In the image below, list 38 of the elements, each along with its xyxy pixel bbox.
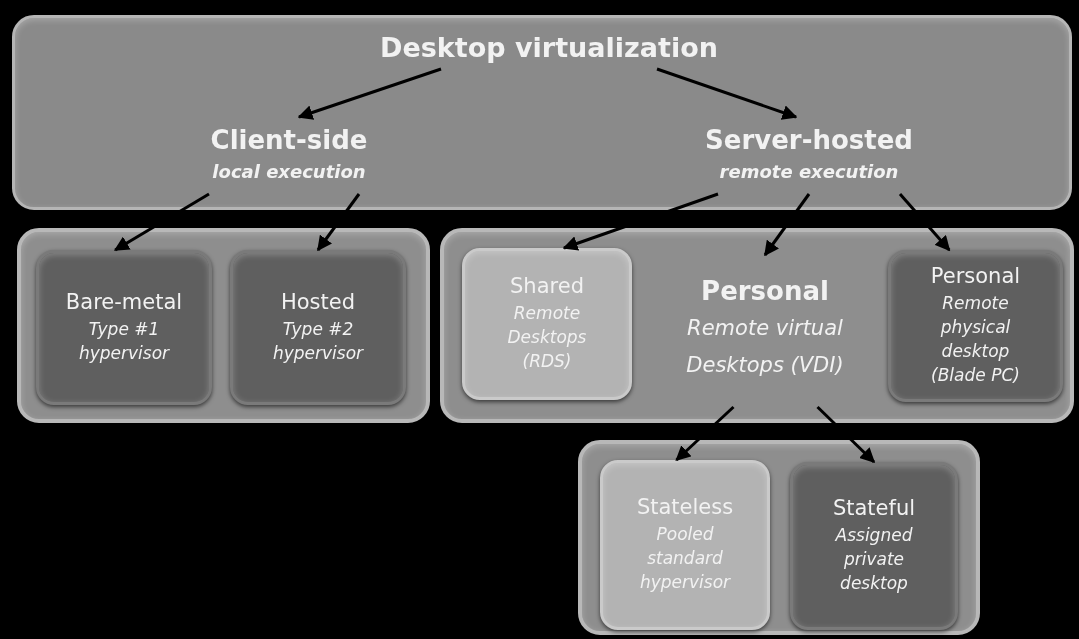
node-description: Type #2 hypervisor — [271, 317, 365, 365]
arrow — [675, 405, 735, 462]
node-description: Remote virtual Desktops (VDI) — [685, 315, 845, 379]
node-description: remote execution — [719, 159, 899, 184]
node-heading: Shared — [510, 274, 584, 299]
category-box — [462, 248, 632, 400]
arrow — [562, 192, 719, 251]
category-box — [790, 462, 958, 630]
node-description: Remote Desktops (RDS) — [506, 302, 588, 373]
group-panel — [17, 228, 430, 423]
node-description: Assigned private desktop — [834, 524, 914, 595]
arrow — [763, 193, 811, 257]
node-heading: Client-side — [210, 124, 368, 155]
node-heading: Hosted — [280, 289, 356, 314]
node-description: local execution — [212, 159, 366, 184]
node-description: Type #1 hypervisor — [77, 317, 171, 365]
node-heading: Desktop virtualization — [380, 31, 718, 63]
node-heading: Stateful — [832, 496, 916, 521]
category-box — [600, 460, 770, 630]
category-box — [888, 250, 1063, 402]
arrow — [816, 405, 876, 464]
node-heading: Bare-metal — [65, 289, 183, 314]
node-heading: Personal — [930, 264, 1021, 289]
node-heading: Stateless — [636, 495, 734, 520]
arrow — [656, 67, 798, 120]
group-panel — [12, 15, 1072, 210]
node-heading: Personal — [701, 276, 829, 307]
arrow — [898, 193, 951, 252]
arrow — [316, 193, 361, 252]
arrow — [113, 192, 210, 252]
category-box — [36, 250, 212, 405]
node-description: Remote physical desktop (Blade PC) — [930, 292, 1021, 387]
node-description: Pooled standard hypervisor — [638, 523, 732, 594]
group-panel — [578, 440, 980, 635]
group-panel — [440, 228, 1074, 423]
category-box — [230, 250, 406, 405]
arrow — [297, 67, 442, 120]
node-heading: Server-hosted — [705, 124, 913, 155]
